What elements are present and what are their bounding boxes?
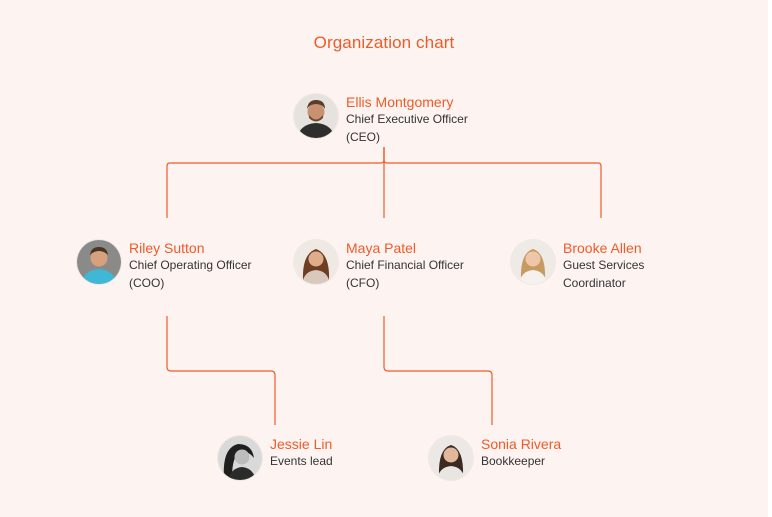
connector-ceo-guest [383,147,602,218]
avatar [294,240,338,284]
node-cfo[interactable]: Maya Patel Chief Financial Officer (CFO) [294,240,481,292]
node-coo[interactable]: Riley Sutton Chief Operating Officer (CO… [77,240,264,292]
node-bookkeeper[interactable]: Sonia Rivera Bookkeeper [429,436,616,480]
node-role: Chief Executive Officer (CEO) [346,112,468,144]
connector-ceo-coo [166,147,385,218]
node-ceo[interactable]: Ellis Montgomery Chief Executive Officer… [294,94,481,146]
chart-title: Organization chart [313,33,455,52]
node-role: Chief Financial Officer (CFO) [346,258,464,290]
avatar [429,436,473,480]
avatar [77,240,121,284]
node-name: Maya Patel [346,240,417,256]
node-name: Ellis Montgomery [346,94,454,110]
node-role: Chief Operating Officer (COO) [129,258,252,290]
node-guest-services[interactable]: Brooke Allen Guest Services Coordinator [511,240,698,292]
node-name: Brooke Allen [563,240,642,256]
avatar [511,240,555,284]
node-role: Events lead [270,454,333,468]
connector-cfo-bookkeeper [383,316,493,425]
node-name: Jessie Lin [270,436,333,452]
node-role: Bookkeeper [481,454,546,468]
node-name: Riley Sutton [129,240,205,256]
node-events-lead[interactable]: Jessie Lin Events lead [218,436,405,480]
avatar [294,94,338,138]
connector-coo-events [166,316,276,425]
node-name: Sonia Rivera [481,436,562,452]
node-role: Guest Services Coordinator [563,258,645,290]
window-edge [768,0,772,517]
avatar [218,436,262,480]
